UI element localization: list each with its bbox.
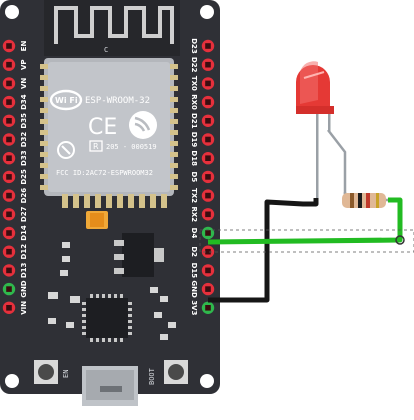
- pin-d21[interactable]: [201, 114, 215, 128]
- pin-d25[interactable]: [2, 170, 16, 184]
- pin-label: D35: [20, 113, 28, 129]
- resistor: [342, 192, 390, 208]
- antenna-c-mark: C: [104, 46, 108, 54]
- pin-d2[interactable]: [201, 245, 215, 258]
- en-button-label: EN: [62, 370, 70, 378]
- pin-label: D33: [20, 150, 28, 166]
- pin-label: D15: [190, 263, 198, 279]
- r-mark: R: [93, 142, 99, 151]
- pin-label: D2: [190, 246, 198, 257]
- pin-rx0[interactable]: [201, 95, 215, 109]
- wire-junction: [395, 235, 405, 245]
- mounting-hole: [5, 374, 19, 388]
- pin-d23[interactable]: [201, 39, 215, 53]
- pin-label: D14: [20, 225, 28, 241]
- mounting-hole: [200, 5, 214, 19]
- pin-label: TX2: [190, 188, 198, 203]
- pin-label: TX0: [190, 76, 198, 91]
- smd-resistor: [62, 242, 70, 248]
- pin-label: VN: [20, 78, 28, 89]
- led-cathode-leg: [327, 129, 347, 194]
- wifi-logo-icon: Wi Fi: [49, 89, 83, 111]
- pin-label: D12: [20, 244, 28, 260]
- cert-code: 205 - 000519: [106, 143, 157, 151]
- pin-label: VP: [20, 59, 28, 70]
- pin-tx0[interactable]: [201, 77, 215, 90]
- pin-gnd[interactable]: [2, 282, 16, 296]
- pin-d5[interactable]: [201, 170, 215, 184]
- pcb-antenna-trace: [54, 6, 174, 44]
- pin-label: D5: [190, 172, 198, 183]
- pin-vn[interactable]: [2, 77, 16, 90]
- pin-label: D27: [20, 206, 28, 222]
- pin-label: D13: [20, 263, 28, 279]
- module-pads: [40, 64, 178, 208]
- pin-label: D25: [20, 169, 28, 185]
- ce-mark: CE: [88, 115, 117, 140]
- pin-d35[interactable]: [2, 114, 16, 128]
- fcc-id: FCC ID:2AC72-ESPWROOM32: [56, 169, 153, 177]
- pin-d26[interactable]: [2, 189, 16, 202]
- en-button[interactable]: [34, 360, 58, 384]
- mounting-hole: [200, 374, 214, 388]
- boot-button[interactable]: [164, 360, 188, 384]
- pin-label: D26: [20, 188, 28, 204]
- pin-label: D4: [190, 228, 198, 239]
- pin-d18[interactable]: [201, 152, 215, 165]
- pin-label: D23: [190, 38, 198, 54]
- mounting-hole: [5, 5, 19, 19]
- voltage-regulator: [122, 233, 154, 277]
- r-mark-box: [89, 140, 103, 152]
- pin-label: 3V3: [190, 300, 198, 315]
- pin-d32[interactable]: [2, 133, 16, 146]
- module-label: ESP-WROOM-32: [85, 96, 150, 106]
- pin-vp[interactable]: [2, 58, 16, 71]
- led-anode-leg: [316, 110, 319, 200]
- pin-gnd[interactable]: [201, 282, 215, 296]
- pin-d13[interactable]: [2, 264, 16, 277]
- cert-mark-icon: [57, 141, 75, 159]
- pin-label: RX0: [190, 94, 198, 110]
- pin-label: D19: [190, 132, 198, 148]
- pin-label: D21: [190, 113, 198, 129]
- signal-wire: [207, 197, 403, 245]
- pin-d12[interactable]: [2, 245, 16, 258]
- pin-3v3[interactable]: [201, 301, 215, 314]
- pin-label: VIN: [20, 301, 28, 315]
- pin-d33[interactable]: [2, 152, 16, 165]
- pin-rx2[interactable]: [201, 208, 215, 221]
- pin-d19[interactable]: [201, 133, 215, 146]
- pin-en[interactable]: [2, 39, 16, 53]
- pin-label: GND: [20, 280, 28, 298]
- pin-label: D22: [190, 57, 198, 73]
- pin-d34[interactable]: [2, 95, 16, 109]
- led: [296, 61, 347, 200]
- wire-selection-outline: [199, 229, 414, 253]
- pin-d22[interactable]: [201, 58, 215, 71]
- pin-label: D18: [190, 150, 198, 166]
- svg-text:Wi Fi: Wi Fi: [55, 96, 78, 105]
- pin-d15[interactable]: [201, 264, 215, 277]
- ground-wire: [208, 198, 319, 303]
- pin-label: D34: [20, 94, 28, 110]
- pin-label: RX2: [190, 206, 198, 222]
- espressif-logo-icon: [129, 111, 157, 139]
- pin-d14[interactable]: [2, 226, 16, 240]
- pin-tx2[interactable]: [201, 189, 215, 202]
- pin-label: GND: [190, 280, 198, 298]
- pin-label: EN: [20, 41, 28, 52]
- pin-d4[interactable]: [201, 226, 215, 240]
- pin-vin[interactable]: [2, 301, 16, 314]
- usb-uart-chip: [86, 298, 128, 338]
- pin-label: D32: [20, 132, 28, 148]
- boot-button-label: BOOT: [148, 367, 156, 385]
- pin-d27[interactable]: [2, 208, 16, 221]
